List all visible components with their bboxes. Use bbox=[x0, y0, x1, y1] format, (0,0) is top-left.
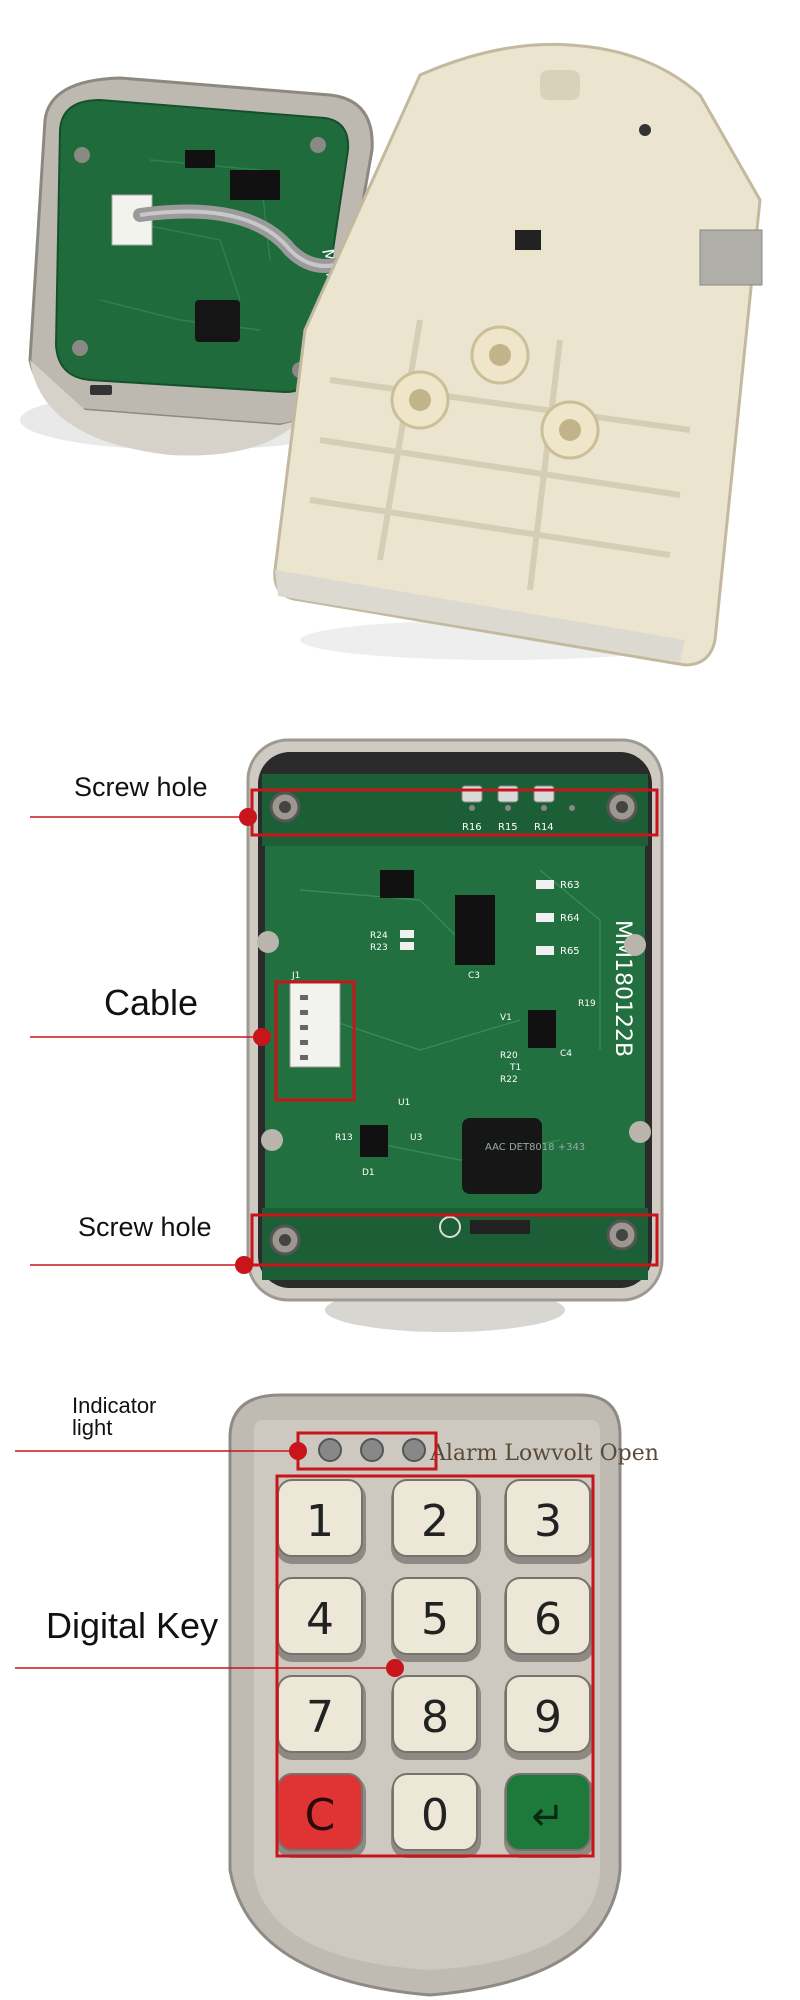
label-r20: R20 bbox=[500, 1051, 518, 1061]
buzzer-label: AAC DET8018 +343 bbox=[485, 1142, 585, 1153]
key-label: ↵ bbox=[531, 1794, 565, 1840]
label-j1: J1 bbox=[291, 971, 300, 981]
callout-indicator-line1: Indicator bbox=[72, 1393, 157, 1418]
key-label: 4 bbox=[306, 1594, 334, 1645]
label-t1: D1 bbox=[362, 1168, 375, 1178]
screw-hole-bottom-dot bbox=[235, 1256, 253, 1274]
key-c[interactable]: C bbox=[276, 1773, 366, 1858]
digital-key-box bbox=[275, 1474, 595, 1858]
screw-hole-top-dot bbox=[239, 808, 257, 826]
label-v1: R13 bbox=[335, 1133, 353, 1143]
callout-screw-hole-bottom: Screw hole bbox=[78, 1212, 212, 1242]
label-c2: U3 bbox=[410, 1133, 422, 1143]
key-label: 7 bbox=[306, 1692, 334, 1743]
key-9[interactable]: 9 bbox=[504, 1675, 594, 1760]
pcb-board: MM180122B bbox=[54, 98, 354, 394]
callout-indicator-line2: light bbox=[72, 1415, 113, 1440]
label-r14: R14 bbox=[534, 822, 554, 833]
label-r15: R15 bbox=[498, 822, 518, 833]
key-label: 9 bbox=[534, 1692, 562, 1743]
key-0[interactable]: 0 bbox=[391, 1773, 481, 1858]
key-label: 6 bbox=[534, 1594, 562, 1645]
opened-lock-photo: MM180122B bbox=[0, 0, 800, 700]
label-r23: R23 bbox=[370, 943, 388, 953]
label-r63: R63 bbox=[560, 880, 580, 891]
key-3[interactable]: 3 bbox=[504, 1479, 594, 1564]
key-label: 1 bbox=[306, 1496, 334, 1547]
callout-indicator-light: Indicator light bbox=[72, 1395, 156, 1439]
label-c1: U1 bbox=[398, 1098, 410, 1108]
screw-hole-bottom-box bbox=[250, 1213, 659, 1267]
key-2[interactable]: 2 bbox=[391, 1479, 481, 1564]
label-c3: V1 bbox=[500, 1013, 512, 1023]
cable-dot bbox=[253, 1028, 271, 1046]
key-label: 5 bbox=[421, 1594, 449, 1645]
label-r65: R65 bbox=[560, 946, 580, 957]
callout-markers bbox=[250, 788, 659, 1267]
key-4[interactable]: 4 bbox=[276, 1577, 366, 1662]
label-r19: R19 bbox=[578, 999, 596, 1009]
label-r24: R24 bbox=[370, 931, 388, 941]
label-u1: C3 bbox=[468, 971, 480, 981]
key-label: 3 bbox=[534, 1496, 562, 1547]
keypad-keys: 1 2 3 4 5 6 7 8 9C 0 ↵ bbox=[276, 1479, 594, 1858]
label-c4: T1 bbox=[509, 1063, 521, 1073]
label-r64: R64 bbox=[560, 913, 580, 924]
key-enter[interactable]: ↵ bbox=[504, 1773, 594, 1858]
callout-screw-hole-top: Screw hole bbox=[74, 772, 208, 802]
lock-body-plastic bbox=[273, 42, 763, 667]
indicator-light-dot bbox=[289, 1442, 307, 1460]
key-6[interactable]: 6 bbox=[504, 1577, 594, 1662]
label-u3: C4 bbox=[560, 1049, 572, 1059]
key-1[interactable]: 1 bbox=[276, 1479, 366, 1564]
key-label: C bbox=[305, 1790, 336, 1841]
digital-key-dot bbox=[386, 1659, 404, 1677]
key-label: 0 bbox=[421, 1790, 449, 1841]
faceplate-text: Alarm Lowvolt Open bbox=[429, 1441, 659, 1466]
label-r22: R22 bbox=[500, 1075, 518, 1085]
cable-box bbox=[274, 980, 356, 1102]
callout-cable: Cable bbox=[104, 982, 199, 1023]
pcb-screws bbox=[257, 791, 651, 1256]
key-label: 8 bbox=[421, 1692, 449, 1743]
key-8[interactable]: 8 bbox=[391, 1675, 481, 1760]
key-label: 2 bbox=[421, 1496, 449, 1547]
key-5[interactable]: 5 bbox=[391, 1577, 481, 1662]
callout-digital-key: Digital Key bbox=[46, 1605, 219, 1646]
pcb-callout-photo: R16 R15 R14 C3 C4 R63 R64 R65 R24 R23 R1… bbox=[0, 720, 800, 1340]
label-r16: R16 bbox=[462, 822, 482, 833]
pcb-board-detail: R16 R15 R14 C3 C4 R63 R64 R65 R24 R23 R1… bbox=[257, 774, 651, 1280]
indicator-leds bbox=[318, 1438, 426, 1462]
key-7[interactable]: 7 bbox=[276, 1675, 366, 1760]
